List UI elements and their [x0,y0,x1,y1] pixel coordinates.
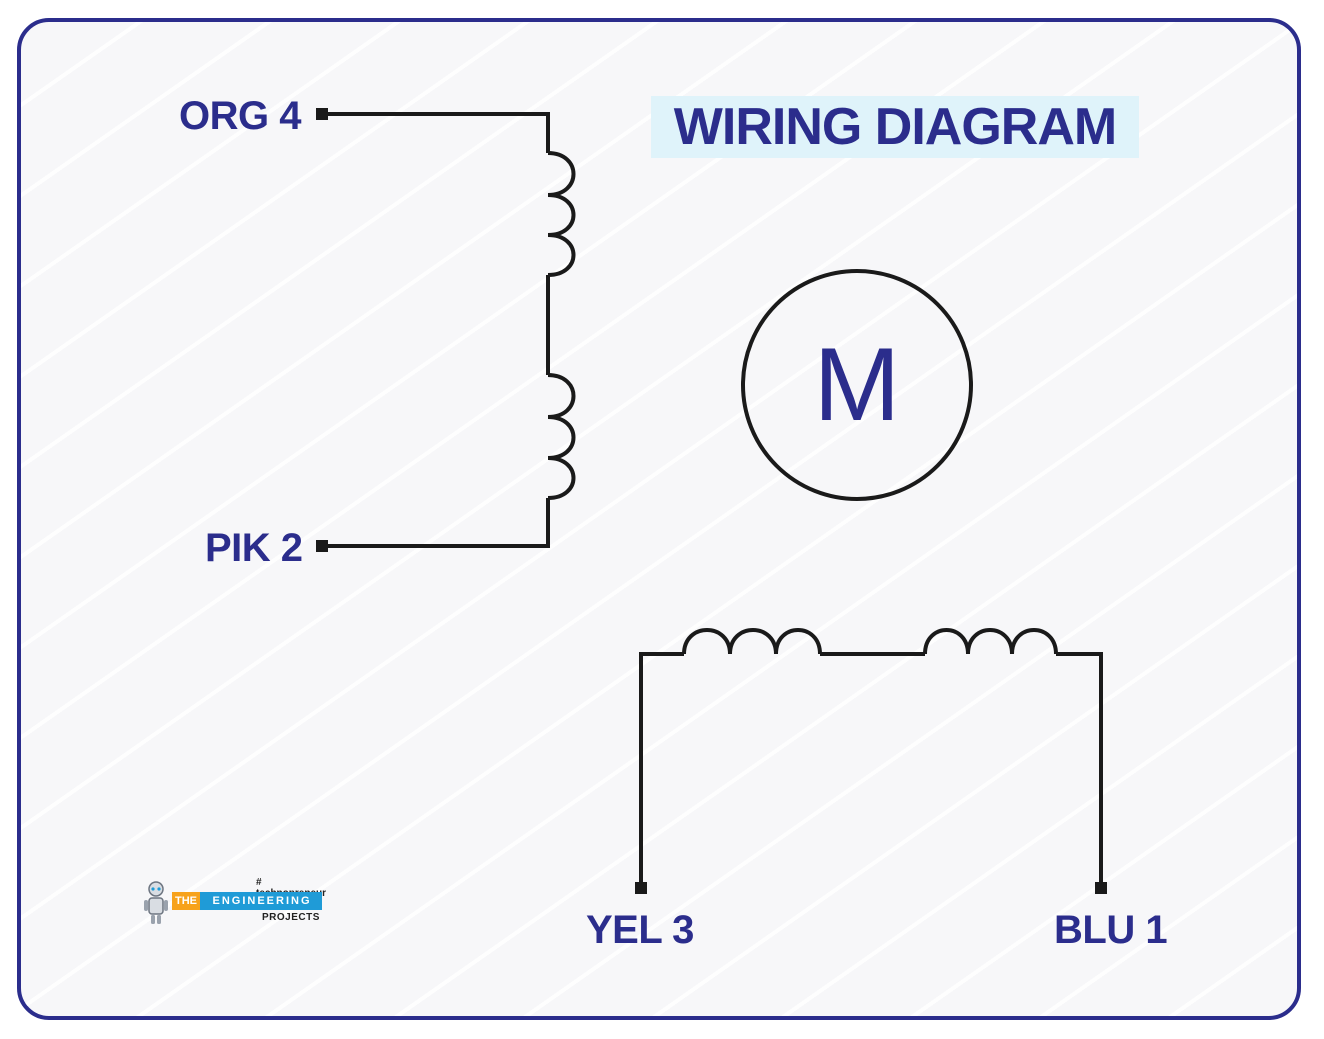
logo-projects: PROJECTS [262,912,320,923]
coil-bottom-left [682,628,822,655]
label-blu1: BLU 1 [1054,908,1168,952]
brand-logo: # technopreneur THE ENGINEERING PROJECTS [138,876,328,928]
motor-circle [741,269,973,501]
label-org4: ORG 4 [179,94,301,138]
coil-bottom-right [923,628,1058,655]
wire-yel3 [639,652,684,888]
logo-banner: THE ENGINEERING [172,892,322,910]
motor-symbol: M [813,327,901,443]
label-yel3: YEL 3 [586,908,694,952]
label-pik2: PIK 2 [205,526,303,570]
terminal-org4 [316,108,328,120]
robot-icon [144,881,168,924]
diagram-title: WIRING DIAGRAM [651,96,1139,158]
terminal-blu1 [1095,882,1107,894]
coil-left-lower [547,373,576,500]
wire-blu1 [1056,652,1103,888]
background-stripes [21,22,1297,1016]
wire-org4 [322,112,550,153]
coil-left-upper [547,151,576,277]
diagram-card [17,18,1301,1020]
wire-pik2 [322,498,550,548]
terminal-pik2 [316,540,328,552]
terminal-yel3 [635,882,647,894]
logo-engineering: ENGINEERING [212,895,312,907]
logo-the: THE [172,892,200,910]
